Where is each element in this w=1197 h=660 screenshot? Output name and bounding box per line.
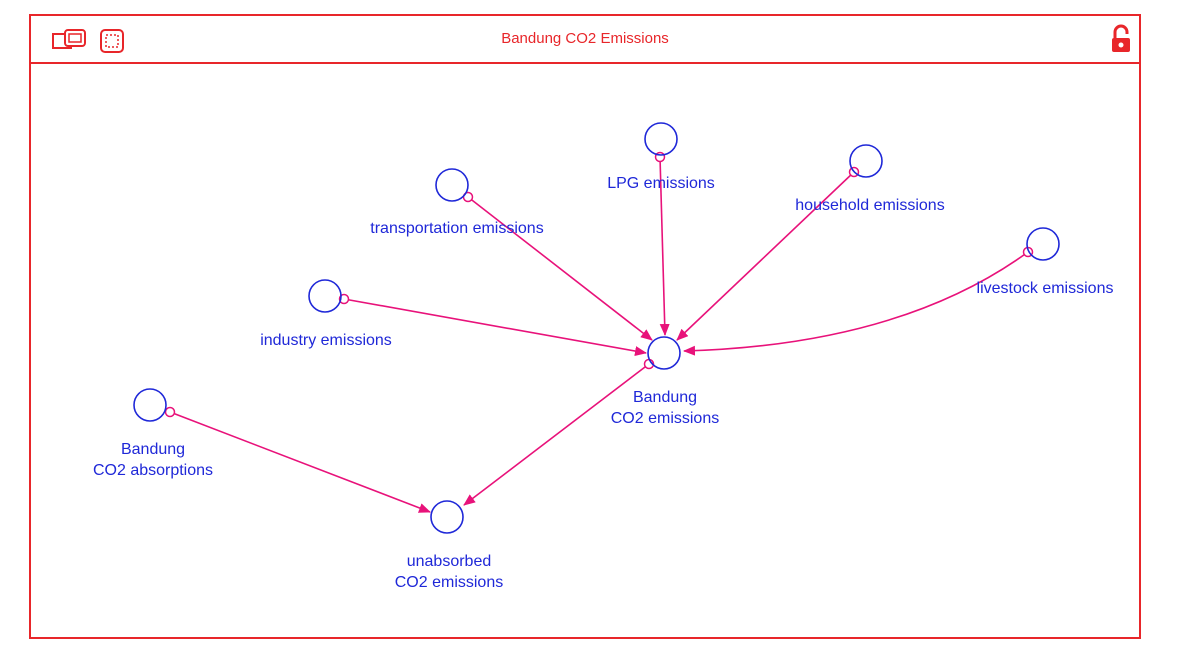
node-livestock[interactable]: livestock emissions bbox=[977, 227, 1114, 297]
converter-circle[interactable] bbox=[647, 336, 681, 370]
unlocked-padlock-icon[interactable] bbox=[1111, 24, 1131, 54]
node-label: Bandung bbox=[121, 441, 185, 458]
node-lpg[interactable]: LPG emissions bbox=[607, 122, 715, 192]
converter-circle[interactable] bbox=[1026, 227, 1060, 261]
converter-circle[interactable] bbox=[435, 168, 469, 202]
link-livestock-to-bandung_emissions[interactable] bbox=[683, 251, 1029, 356]
link-household-to-bandung_emissions[interactable] bbox=[676, 171, 855, 341]
node-label: CO2 emissions bbox=[611, 410, 719, 427]
converter-circle[interactable] bbox=[849, 144, 883, 178]
node-label: Bandung bbox=[633, 389, 697, 406]
node-label: CO2 emissions bbox=[395, 574, 503, 591]
link-bandung_absorptions-to-unabsorbed[interactable] bbox=[169, 411, 431, 513]
node-label: unabsorbed bbox=[407, 553, 492, 570]
node-label: industry emissions bbox=[260, 332, 392, 349]
link-industry-to-bandung_emissions[interactable] bbox=[343, 298, 647, 356]
node-label: livestock emissions bbox=[977, 280, 1114, 297]
node-label: CO2 absorptions bbox=[93, 462, 213, 479]
node-label: household emissions bbox=[795, 197, 944, 214]
node-industry[interactable]: industry emissions bbox=[260, 279, 392, 349]
model-window: Bandung CO2 Emissions bbox=[29, 14, 1141, 639]
link-origin-handle[interactable] bbox=[164, 406, 176, 418]
converter-circle[interactable] bbox=[430, 500, 464, 534]
window-title: Bandung CO2 Emissions bbox=[501, 30, 669, 47]
converter-circle[interactable] bbox=[644, 122, 678, 156]
node-transportation[interactable]: transportation emissions bbox=[370, 168, 544, 237]
link-lpg-to-bandung_emissions[interactable] bbox=[659, 156, 670, 336]
converter-circle[interactable] bbox=[133, 388, 167, 422]
node-label: transportation emissions bbox=[370, 220, 543, 237]
pages-icon[interactable] bbox=[51, 28, 89, 52]
node-label: LPG emissions bbox=[607, 175, 715, 192]
select-icon[interactable] bbox=[99, 28, 125, 54]
title-bar: Bandung CO2 Emissions bbox=[31, 16, 1139, 64]
link-transportation-to-bandung_emissions[interactable] bbox=[467, 196, 653, 341]
node-household[interactable]: household emissions bbox=[795, 144, 945, 214]
link-bandung_emissions-to-unabsorbed[interactable] bbox=[463, 363, 650, 506]
converter-circle[interactable] bbox=[308, 279, 342, 313]
